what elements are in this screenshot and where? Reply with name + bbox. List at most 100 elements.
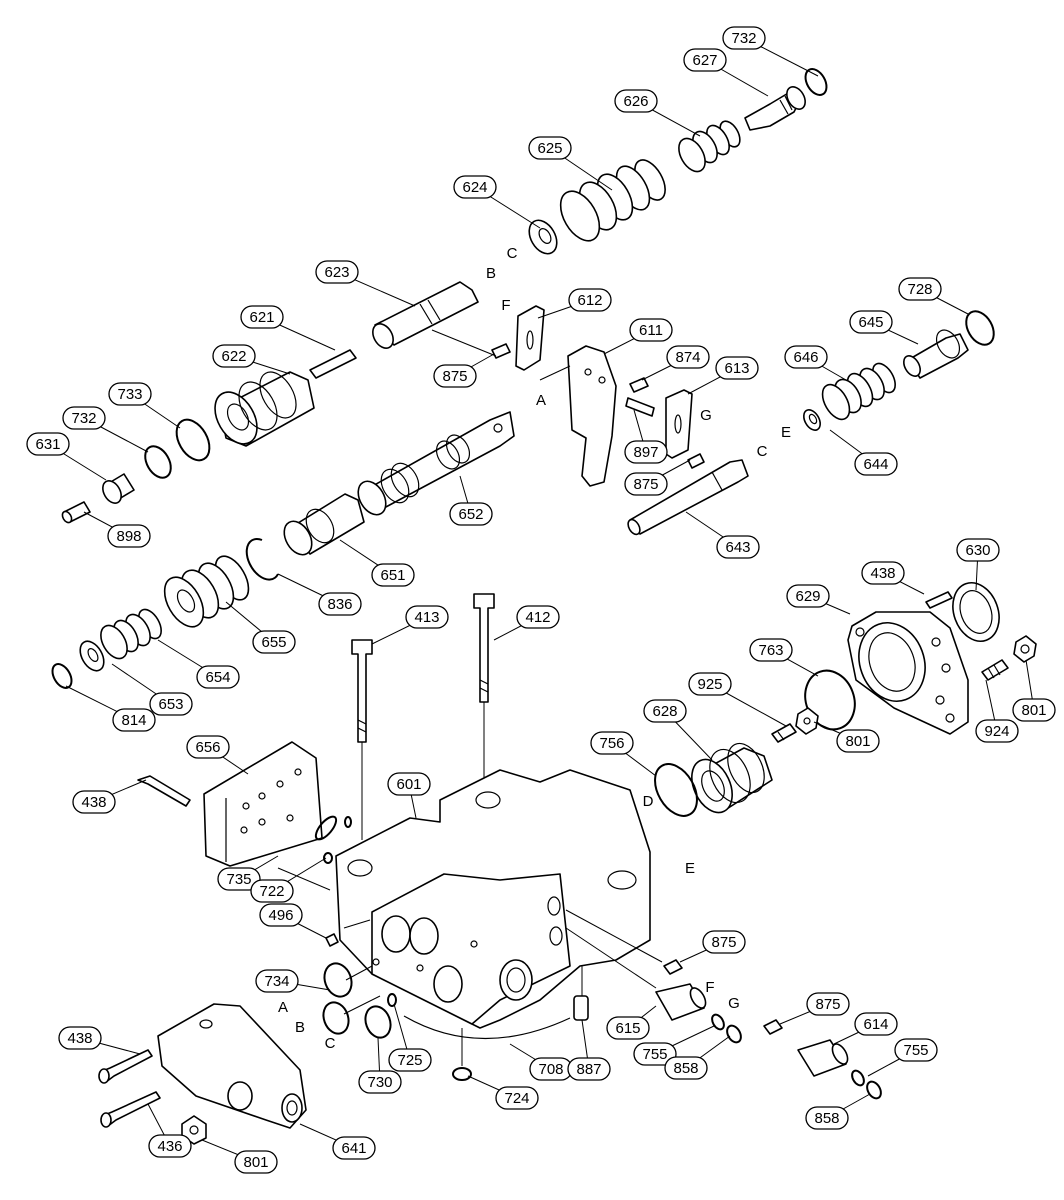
callout-number: 722 [259,883,284,900]
part-412-bolt [473,593,495,703]
callout-bubble [387,772,431,796]
part-732-oring [804,68,828,96]
callout-bubble [722,26,766,50]
callout-644: 644 [854,452,898,476]
part-645-plug [903,329,969,379]
callout-number: 653 [158,696,183,713]
part-496-plug [325,933,339,947]
callout-bubble [449,502,493,526]
callout-730: 730 [358,1070,402,1094]
part-733-oring [175,418,211,462]
callout-496: 496 [259,903,303,927]
callout-number: 887 [576,1061,601,1078]
callout-bubble [624,472,668,496]
callout-bubble [107,524,151,548]
callout-643: 643 [716,535,760,559]
part-630-nut [952,582,1000,642]
callout-733: 733 [108,382,152,406]
part-628-piston [691,742,773,814]
callout-615: 615 [606,1016,650,1040]
callout-number: 724 [504,1090,529,1107]
part-887-pin [573,995,589,1021]
callout-number: 652 [458,506,483,523]
callout-627: 627 [683,48,727,72]
callout-626: 626 [614,89,658,113]
callout-631: 631 [26,432,70,456]
callout-722: 722 [250,879,294,903]
callout-801: 801 [836,729,880,753]
part-801-nut-right [1013,635,1037,663]
callout-645: 645 [849,310,893,334]
callout-number: 875 [633,476,658,493]
callout-bubble [234,1150,278,1174]
letter-B: B [486,265,496,282]
callout-438: 438 [861,561,905,585]
part-624-washer [528,219,558,255]
callout-bubble [149,692,193,716]
part-613-plate [665,389,693,459]
part-725-oring [387,993,397,1007]
callout-number: 615 [615,1020,640,1037]
callout-bubble [568,288,612,312]
part-623-pin [372,281,479,349]
letter-B: B [295,1019,305,1036]
callout-874: 874 [666,345,710,369]
part-814-ring [51,663,73,689]
callout-624: 624 [453,175,497,199]
part-652-shaft [357,411,515,516]
callout-bubble [358,1070,402,1094]
letter-D: D [643,793,654,810]
callout-number: 755 [642,1046,667,1063]
callout-611: 611 [629,318,673,342]
callout-number: 643 [725,539,750,556]
callout-bubble [112,708,156,732]
part-925-setscrew [771,723,797,743]
callout-897: 897 [624,440,668,464]
part-836-snap-ring [245,537,279,581]
callout-bubble [633,1042,677,1066]
part-756-oring [654,763,698,817]
callout-bubble [217,867,261,891]
callout-number: 612 [577,292,602,309]
callout-number: 413 [414,609,439,626]
callout-bubble [528,136,572,160]
callout-bubble [495,1086,539,1110]
part-614-sleeve [797,1039,849,1077]
callout-bubble [606,1016,650,1040]
callout-621: 621 [240,305,284,329]
callout-bubble [72,790,116,814]
part-755-oring-a [711,1013,725,1031]
callout-614: 614 [854,1012,898,1036]
callout-836: 836 [318,592,362,616]
part-730-oring [364,1005,392,1039]
part-413-bolt [351,639,373,743]
callout-number: 614 [863,1016,888,1033]
part-724-oring [452,1067,472,1081]
callout-number: 629 [795,588,820,605]
callout-bubble [250,879,294,903]
callout-bubble [252,630,296,654]
callout-number: 728 [907,281,932,298]
part-629-cover [847,611,969,735]
callout-bubble [371,563,415,587]
part-734-oring [323,962,353,998]
part-875-pin-b [687,453,705,469]
callout-629: 629 [786,584,830,608]
callout-728: 728 [898,277,942,301]
callout-number: 875 [711,934,736,951]
part-732-oring-left [144,445,172,479]
callout-756: 756 [590,731,634,755]
part-oring-b [322,1001,350,1035]
callout-438: 438 [72,790,116,814]
callout-bubble [108,382,152,406]
callout-number: 874 [675,349,700,366]
part-641-cover [157,1003,307,1129]
callout-bubble [806,992,850,1016]
letter-E: E [781,424,791,441]
part-875-pin-d [763,1019,783,1035]
callout-623: 623 [315,260,359,284]
callout-438: 438 [58,1026,102,1050]
callout-number: 641 [341,1140,366,1157]
callout-622: 622 [212,344,256,368]
callout-bubble [849,310,893,334]
